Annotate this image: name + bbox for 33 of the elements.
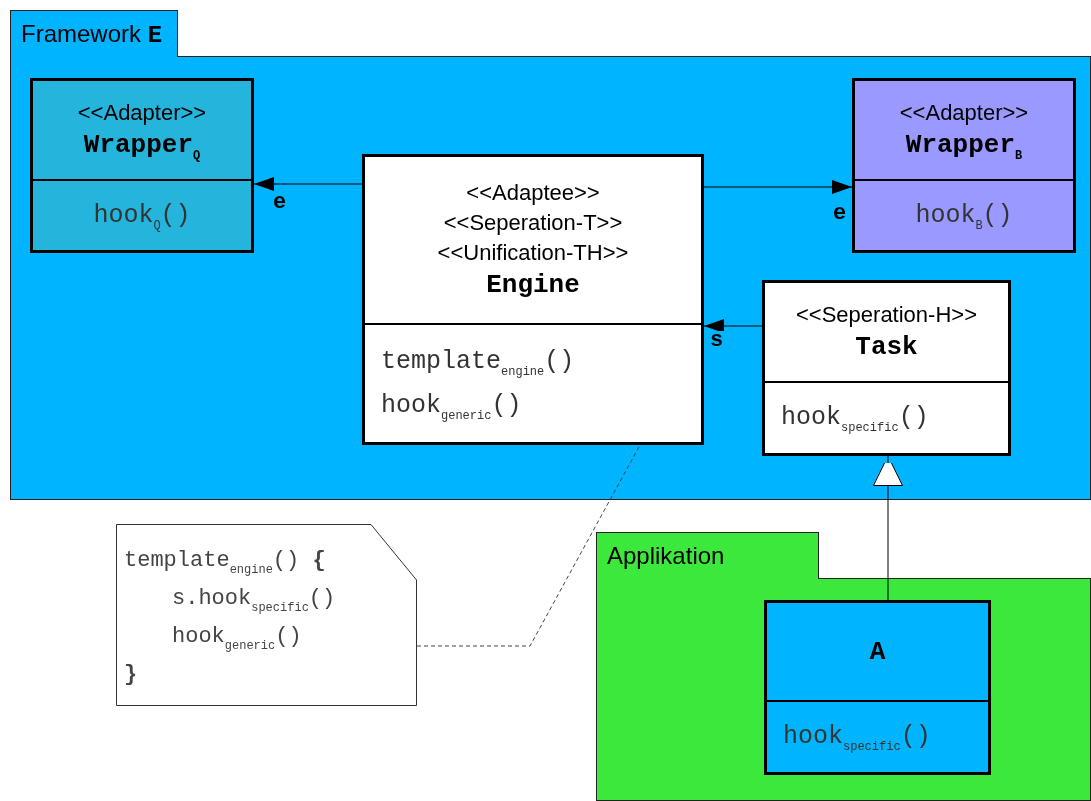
code-line: template$_{engine}$() { bbox=[124, 547, 327, 579]
stereotype-label: <<Unification-TH>> bbox=[437, 239, 629, 267]
class-box bbox=[762, 280, 1011, 456]
method-label: hook$_{specific}$() bbox=[781, 402, 929, 437]
method-label: hook$_{specific}$() bbox=[783, 721, 931, 756]
method-label: hook$_{Q}$() bbox=[93, 199, 191, 235]
class-name: Task bbox=[855, 331, 918, 364]
arrow bbox=[873, 455, 903, 601]
stereotype-label: <<Adapter>> bbox=[899, 99, 1029, 127]
package-title: Applikation bbox=[607, 542, 725, 570]
class-box bbox=[30, 78, 254, 253]
class-name: Wrapper$_{B}$ bbox=[905, 129, 1023, 162]
arrow bbox=[703, 319, 763, 333]
method-label: template$_{engine}$() bbox=[381, 345, 575, 381]
code-line: hook$_{generic}$() bbox=[171, 623, 303, 655]
method-label: hook$_{generic}$() bbox=[381, 389, 522, 425]
code-line: s.hook$_{specific}$() bbox=[171, 585, 337, 617]
class-name: Wrapper$_{Q}$ bbox=[83, 129, 201, 162]
class-box bbox=[852, 78, 1076, 253]
dashed-connector bbox=[416, 444, 641, 647]
class-box bbox=[764, 600, 991, 775]
class-name: Engine bbox=[486, 269, 580, 302]
arrow bbox=[253, 177, 363, 191]
stereotype-label: <<Seperation-H>> bbox=[796, 301, 977, 329]
class-name: A bbox=[869, 635, 886, 669]
code-line: } bbox=[124, 661, 139, 689]
arrow bbox=[703, 180, 853, 194]
stereotype-label: <<Adaptee>> bbox=[466, 179, 600, 207]
method-label: hook$_{B}$() bbox=[915, 199, 1013, 235]
package-title: Framework E bbox=[21, 19, 163, 49]
stereotype-label: <<Seperation-T>> bbox=[443, 209, 623, 237]
stereotype-label: <<Adapter>> bbox=[77, 99, 207, 127]
class-box bbox=[362, 154, 704, 445]
